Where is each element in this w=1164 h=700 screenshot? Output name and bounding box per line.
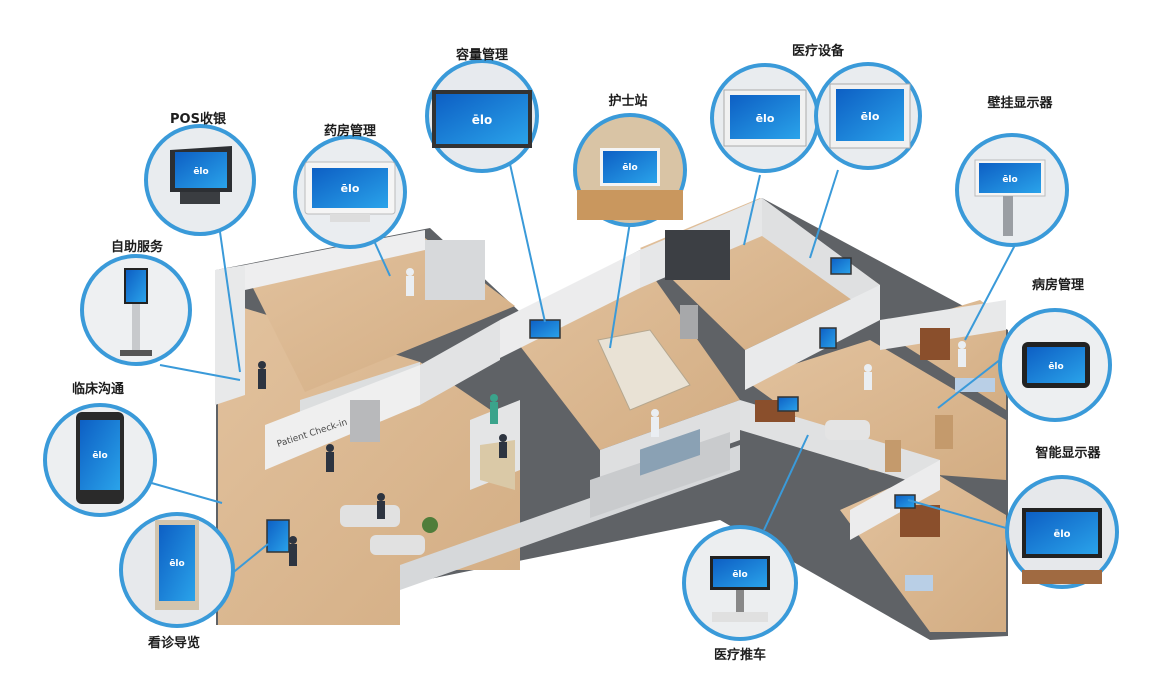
callout-wall-display: ēlo xyxy=(955,133,1069,247)
label-nurse-station: 护士站 xyxy=(608,94,648,109)
elo-logo: ēlo xyxy=(861,110,880,123)
elo-logo: ēlo xyxy=(341,182,360,195)
callout-medical-equipment: ēlo ēlo xyxy=(710,62,922,173)
callout-clinical-comm: ēlo xyxy=(43,403,157,517)
connector-lines xyxy=(147,154,1021,576)
elo-logo: ēlo xyxy=(169,559,184,569)
label-pos: POS收银 xyxy=(170,112,226,127)
elo-logo: ēlo xyxy=(622,163,637,173)
elo-logo: ēlo xyxy=(193,167,208,177)
callout-pos: ēlo xyxy=(144,124,256,236)
label-ward-management: 病房管理 xyxy=(1031,278,1085,293)
callout-nurse-station: ēlo xyxy=(573,113,687,227)
floor-plan xyxy=(215,198,1008,640)
elo-logo: ēlo xyxy=(756,112,775,125)
label-capacity: 容量管理 xyxy=(455,48,509,63)
label-clinical-comm: 临床沟通 xyxy=(71,382,125,397)
callout-medical-cart: ēlo xyxy=(682,525,798,641)
elo-logo: ēlo xyxy=(1048,362,1063,372)
callout-pharmacy: ēlo xyxy=(293,135,407,249)
label-self-service: 自助服务 xyxy=(110,240,164,255)
label-pharmacy: 药房管理 xyxy=(323,124,377,139)
elo-logo: ēlo xyxy=(732,570,747,580)
elo-logo: ēlo xyxy=(1053,529,1070,540)
callout-ward-management: ēlo xyxy=(998,308,1112,422)
callout-wayfinding: ēlo xyxy=(119,512,235,628)
callout-self-service xyxy=(80,254,192,366)
callout-capacity: ēlo xyxy=(425,59,539,173)
label-wall-display: 壁挂显示器 xyxy=(987,96,1053,111)
elo-logo: ēlo xyxy=(472,113,493,127)
elo-logo: ēlo xyxy=(1002,175,1017,185)
elo-logo: ēlo xyxy=(92,451,107,461)
label-medical-equipment: 医疗设备 xyxy=(791,44,845,59)
label-smart-display: 智能显示器 xyxy=(1035,446,1101,461)
label-wayfinding: 看诊导览 xyxy=(147,636,201,651)
label-medical-cart: 医疗推车 xyxy=(713,648,767,663)
callout-smart-display: ēlo xyxy=(1005,475,1119,589)
